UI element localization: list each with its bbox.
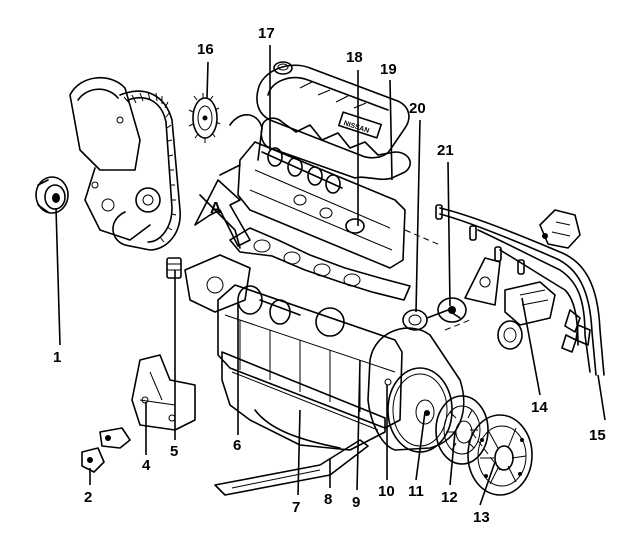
camshaft <box>261 147 343 194</box>
callout-4: 4 <box>142 457 151 474</box>
timing-belt-cover <box>69 76 151 241</box>
flywheel <box>387 367 453 453</box>
callout-9: 9 <box>352 494 360 511</box>
manifold-gasket <box>229 227 411 301</box>
crankshaft-pulley <box>35 176 69 214</box>
callout-21: 21 <box>437 142 454 159</box>
callout-18: 18 <box>346 49 363 66</box>
sender-unit <box>539 209 581 249</box>
dipstick-tube <box>214 439 369 496</box>
clutch-disc <box>435 395 489 465</box>
callout-20: 20 <box>409 100 426 117</box>
callout-13: 13 <box>473 509 490 526</box>
camshaft-sprocket <box>188 93 221 143</box>
manufacturer-stamp: NISSAN <box>343 120 370 135</box>
callout-16: 16 <box>197 41 214 58</box>
callout-12: 12 <box>441 489 458 506</box>
engine-mount-bracket <box>131 354 196 431</box>
assembly-lines <box>404 229 501 471</box>
cylinder-head <box>199 114 406 269</box>
callout-labels: 1 2 4 5 6 7 8 9 10 11 12 13 14 15 16 17 … <box>53 25 606 526</box>
coolant-sensor <box>166 257 182 279</box>
oil-pan <box>221 351 386 451</box>
view-marker: A <box>194 179 251 247</box>
callout-5: 5 <box>170 443 178 460</box>
callout-10: 10 <box>378 483 395 500</box>
cylinder-block <box>217 284 403 429</box>
callout-19: 19 <box>380 61 397 78</box>
view-marker-letter: A <box>210 200 222 217</box>
callout-11: 11 <box>408 483 424 500</box>
callout-1: 1 <box>53 349 61 366</box>
pressure-plate <box>467 414 533 496</box>
timing-belt <box>112 90 181 251</box>
mount-nut <box>81 447 105 473</box>
callout-17: 17 <box>258 25 275 42</box>
mount-bushing <box>99 427 131 449</box>
idler-pulley <box>135 187 161 213</box>
callout-15: 15 <box>589 427 606 444</box>
ignition-leads <box>435 204 605 376</box>
water-pump <box>184 254 251 313</box>
ignition-coil <box>497 281 556 350</box>
rocker-cover-gasket <box>260 117 411 181</box>
leader-lines <box>55 45 606 506</box>
callout-6: 6 <box>233 437 241 454</box>
callout-2: 2 <box>84 489 92 506</box>
engine-rear-plate <box>367 327 465 451</box>
callout-7: 7 <box>292 499 300 516</box>
distributor <box>437 257 501 323</box>
callout-14: 14 <box>531 399 548 416</box>
callout-8: 8 <box>324 491 332 508</box>
